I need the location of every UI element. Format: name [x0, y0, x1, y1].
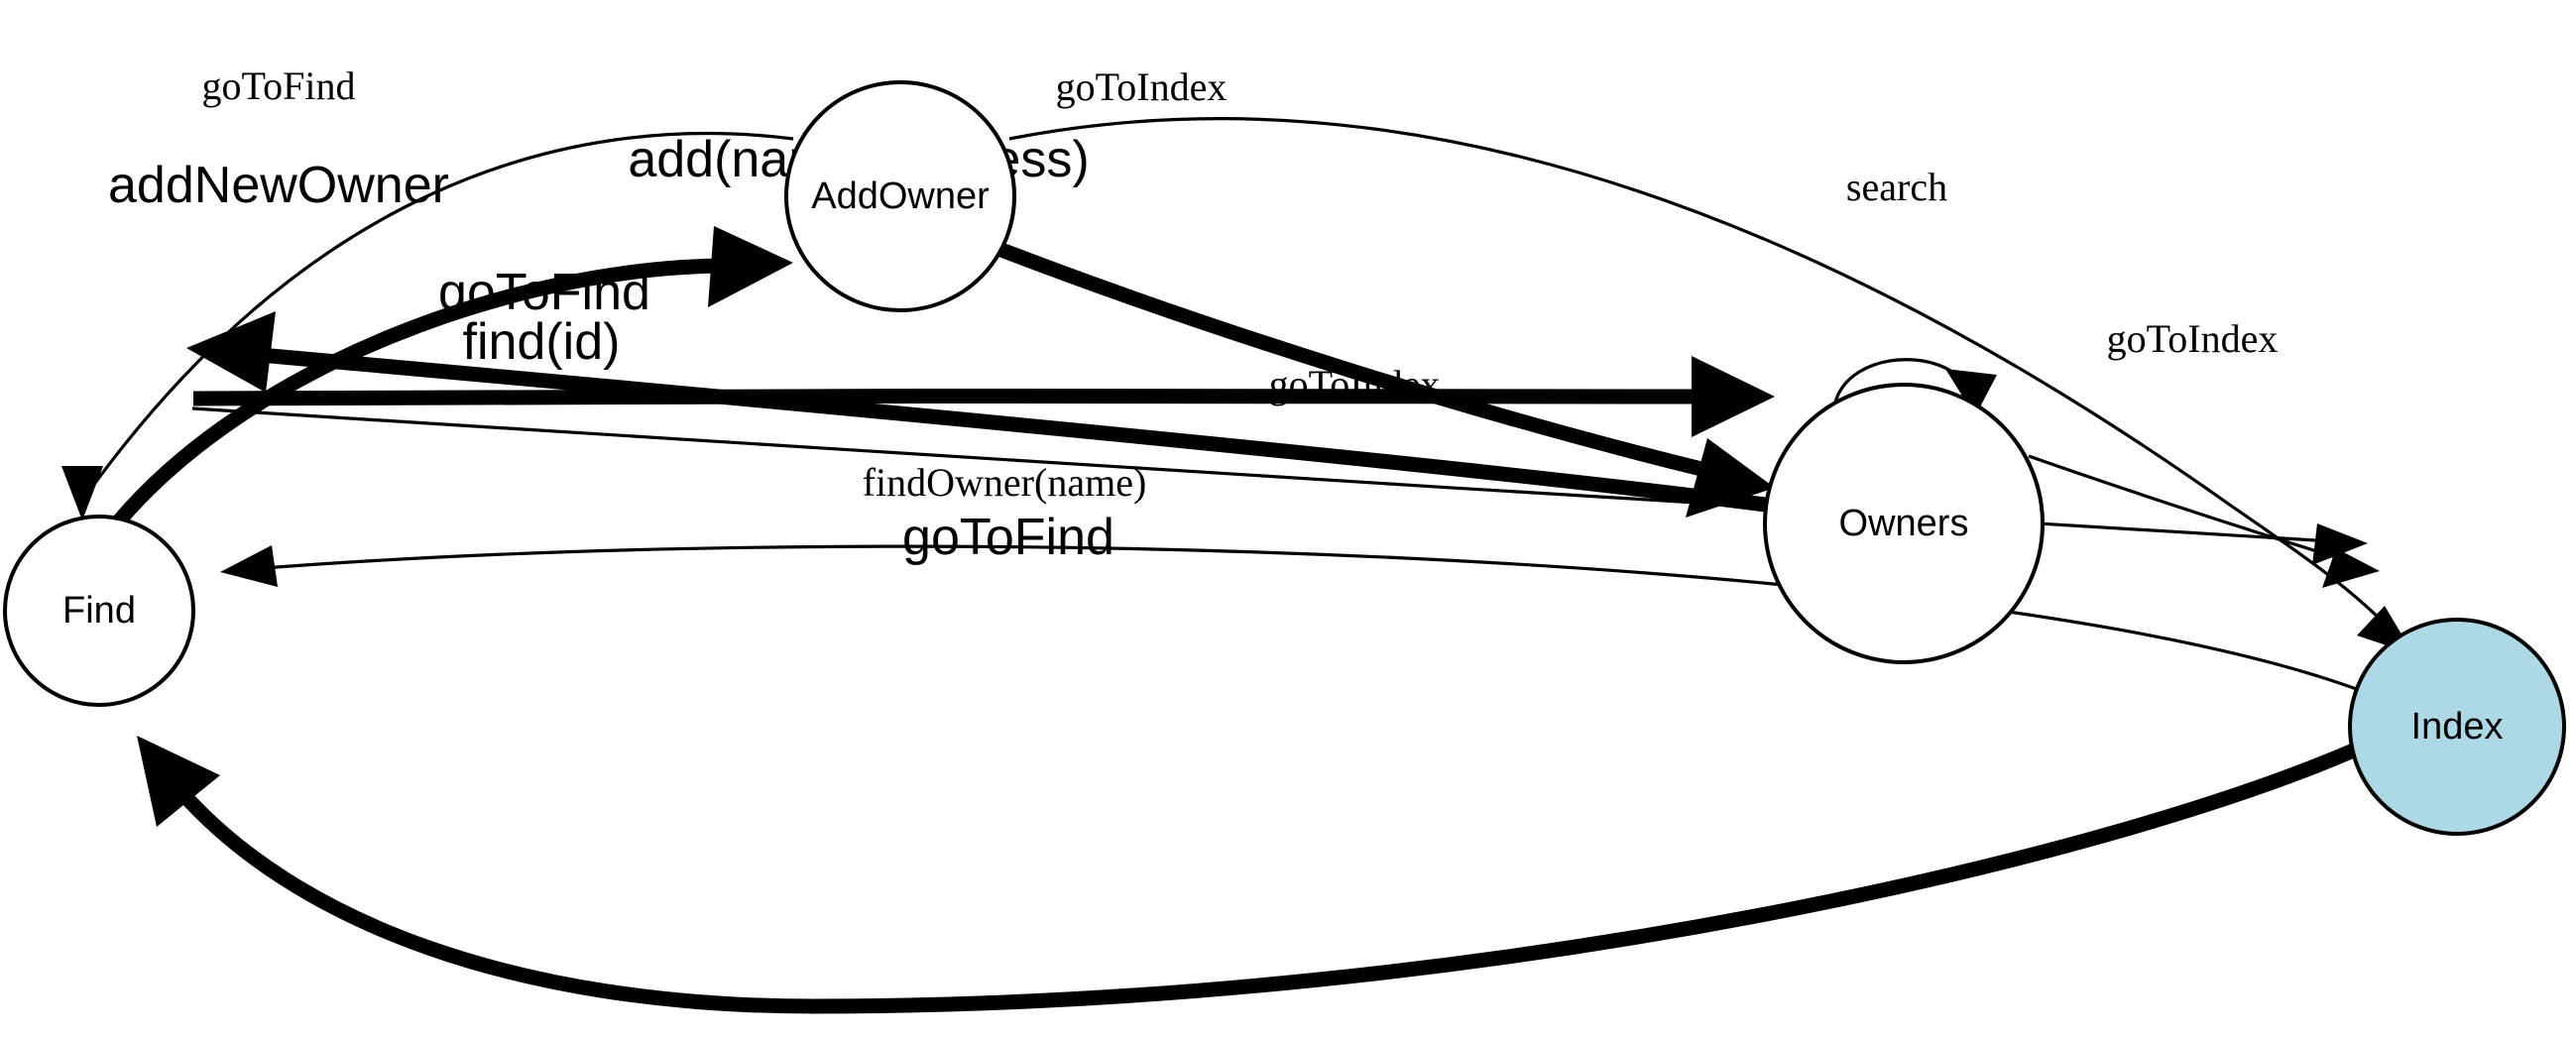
- edge-find-to-addowner[interactable]: [111, 226, 793, 528]
- node-owners-label: Owners: [1839, 503, 1969, 544]
- node-find[interactable]: Find: [3, 515, 195, 707]
- node-addowner-circle[interactable]: [784, 80, 1016, 312]
- node-owners[interactable]: Owners: [1763, 383, 2045, 664]
- node-addowner-label: AddOwner: [811, 175, 990, 217]
- edge-label-find-id: find(id): [463, 313, 621, 371]
- node-find-label: Find: [62, 590, 136, 632]
- edge-label-goToFind-index-find: goToFind: [902, 509, 1114, 566]
- edge-label-goToIndex-find-index: goToIndex: [1269, 362, 1441, 406]
- edge-label-search: search: [1846, 165, 1947, 209]
- node-addowner[interactable]: AddOwner: [784, 80, 1016, 312]
- edge-index-to-find-thick[interactable]: [137, 732, 2384, 1014]
- edge-label-goToFind-owners-find: goToFind: [438, 264, 650, 321]
- edge-find-to-owners[interactable]: [192, 356, 1775, 437]
- edge-addowner-to-find[interactable]: [61, 132, 794, 520]
- edge-owners-to-find[interactable]: [186, 311, 1766, 513]
- edge-label-goToIndex-addowner-index: goToIndex: [1056, 64, 1228, 109]
- edge-label-goToIndex-owners-index: goToIndex: [2107, 316, 2279, 361]
- edge-label-findOwner-name: findOwner(name): [863, 460, 1147, 505]
- node-index-circle[interactable]: [2348, 618, 2566, 836]
- edge-label-goToFind-addowner-find: goToFind: [202, 63, 356, 108]
- edge-index-to-find-thin[interactable]: [220, 544, 2363, 693]
- node-index[interactable]: Index: [2348, 618, 2566, 836]
- node-owners-circle[interactable]: [1763, 383, 2045, 664]
- node-find-circle[interactable]: [3, 515, 195, 707]
- edge-owners-self-search[interactable]: [1832, 358, 1997, 416]
- edge-owners-to-index[interactable]: [2028, 454, 2380, 588]
- edge-label-addNewOwner: addNewOwner: [108, 157, 449, 214]
- node-index-label: Index: [2411, 706, 2504, 748]
